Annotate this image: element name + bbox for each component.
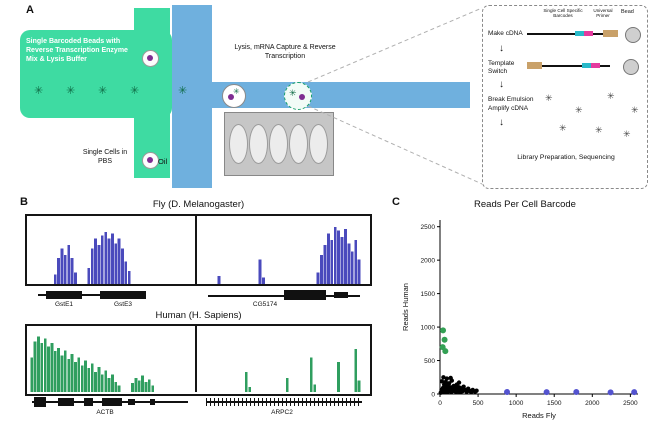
svg-text:Reads Fly: Reads Fly xyxy=(522,411,556,420)
panel-a-label: A xyxy=(26,4,34,16)
gene-model-exon xyxy=(150,399,155,405)
droplet-micrograph xyxy=(224,112,334,176)
scatter-plot: 0 500 1000 1500 2000 2500 0 500 1000 1500 2000 2500… xyxy=(401,220,638,420)
dna-strand xyxy=(542,65,582,67)
asterisk-icon: ✳ xyxy=(631,105,639,115)
svg-text:0: 0 xyxy=(431,391,435,398)
break-emulsion-label: Break Emulsion xyxy=(488,96,534,103)
primer-segment-icon xyxy=(527,62,542,69)
gene-model-exon xyxy=(102,398,122,406)
droplet-outlet-channel xyxy=(212,82,470,108)
cells-label: Single Cells in PBS xyxy=(82,149,128,165)
fly-right-track xyxy=(217,226,361,284)
barcode-segment-icon xyxy=(591,63,600,68)
gene-label-cg5174: CG5174 xyxy=(252,301,278,308)
svg-text:2000: 2000 xyxy=(421,257,436,264)
gene-model-gste1 xyxy=(46,291,82,299)
gene-model-line xyxy=(38,294,46,296)
bead-icon xyxy=(623,59,639,75)
asterisk-icon: ✳ xyxy=(545,93,553,103)
asterisk-icon: ✳ xyxy=(607,91,615,101)
asterisk-icon: ✳ xyxy=(289,88,297,98)
zoom-connector-lines xyxy=(307,7,483,185)
barcodes-label: Single Cell Specific Barcodes xyxy=(543,8,583,19)
asterisk-icon: ✳ xyxy=(623,129,631,139)
oil-channel xyxy=(172,5,212,188)
svg-text:2500: 2500 xyxy=(421,224,436,231)
human-panel-divider xyxy=(195,326,197,392)
asterisk-icon: ✳ xyxy=(575,105,583,115)
barcode-segment-icon xyxy=(575,31,584,36)
fly-panel-divider xyxy=(195,216,197,284)
human-left-track xyxy=(30,336,155,392)
svg-text:500: 500 xyxy=(424,358,435,365)
asterisk-icon: ✳ xyxy=(559,123,567,133)
panel-b-label: B xyxy=(20,196,28,208)
gene-label-actb: ACTB xyxy=(96,409,114,416)
asterisk-icon: ✳ xyxy=(130,85,140,97)
droplet-zoomed: ✳ xyxy=(284,82,312,110)
svg-text:Reads Human: Reads Human xyxy=(401,283,410,331)
library-prep-label: Library Preparation, Sequencing xyxy=(517,154,615,161)
asterisk-icon: ✳ xyxy=(66,85,76,97)
template-switch-construct xyxy=(527,58,643,75)
asterisk-icon: ✳ xyxy=(178,85,188,97)
gene-model-line xyxy=(82,294,100,296)
beads-label: Single Barcoded Beads with Reverse Trans… xyxy=(26,38,128,63)
amplify-cdna-label: Amplify cDNA xyxy=(488,105,529,112)
primer-segment-icon xyxy=(603,30,618,37)
cell-inlet-channel xyxy=(134,8,170,178)
dna-strand xyxy=(593,33,603,35)
workflow-box: Single Cell Specific Barcodes Universal … xyxy=(482,5,648,189)
barcode-segment-icon xyxy=(582,63,591,68)
human-section-title: Human (H. Sapiens) xyxy=(155,310,242,321)
droplet: ✳ xyxy=(222,84,246,108)
oil-label: Oil xyxy=(158,157,168,166)
panel-c-label: C xyxy=(392,196,400,208)
gene-model-exon xyxy=(84,398,93,406)
svg-text:0: 0 xyxy=(438,400,442,407)
lysis-label: Lysis, mRNA Capture & Reverse Transcript… xyxy=(234,44,336,60)
human-right-track xyxy=(244,349,361,392)
primer-label: Universal Primer xyxy=(593,8,613,19)
gene-label-gste1: GstE1 xyxy=(54,301,74,308)
cdna-construct xyxy=(527,26,643,43)
fly-section-title: Fly (D. Melanogaster) xyxy=(152,199,245,210)
single-cell xyxy=(142,152,159,169)
fly-left-track xyxy=(53,232,131,284)
svg-text:1500: 1500 xyxy=(547,400,562,407)
bead-label: Bead xyxy=(621,9,634,15)
gene-model-gste3 xyxy=(100,291,146,299)
gene-model-exon xyxy=(34,397,46,407)
asterisk-icon: ✳ xyxy=(595,125,603,135)
svg-text:1500: 1500 xyxy=(421,291,436,298)
svg-text:1000: 1000 xyxy=(509,400,524,407)
gene-label-gste3: GstE3 xyxy=(113,301,133,308)
svg-text:1000: 1000 xyxy=(421,324,436,331)
dna-strand xyxy=(600,65,610,67)
svg-text:2000: 2000 xyxy=(585,400,600,407)
template-switch-label: Template Switch xyxy=(488,60,515,75)
gene-model-exon xyxy=(128,399,135,405)
arrow-down-icon: ↓ xyxy=(499,117,504,128)
asterisk-icon: ✳ xyxy=(34,85,44,97)
gene-model-line xyxy=(206,401,362,403)
arrow-down-icon: ↓ xyxy=(499,43,504,54)
barcode-segment-icon xyxy=(584,31,593,36)
make-cdna-label: Make cDNA xyxy=(488,30,523,37)
gene-label-arpc2: ARPC2 xyxy=(271,409,293,416)
bead-icon xyxy=(625,27,641,43)
single-cell xyxy=(142,50,159,67)
svg-text:500: 500 xyxy=(473,400,484,407)
gene-model-exon xyxy=(334,292,348,298)
asterisk-icon: ✳ xyxy=(98,85,108,97)
scatter-title: Reads Per Cell Barcode xyxy=(474,199,576,210)
arrow-down-icon: ↓ xyxy=(499,79,504,90)
gene-model-cg5174 xyxy=(284,290,326,300)
fly-track-panel xyxy=(25,214,372,286)
svg-text:2500: 2500 xyxy=(623,400,638,407)
gene-model-exon xyxy=(58,398,74,406)
asterisk-icon: ✳ xyxy=(233,87,240,96)
dna-strand xyxy=(527,33,575,35)
